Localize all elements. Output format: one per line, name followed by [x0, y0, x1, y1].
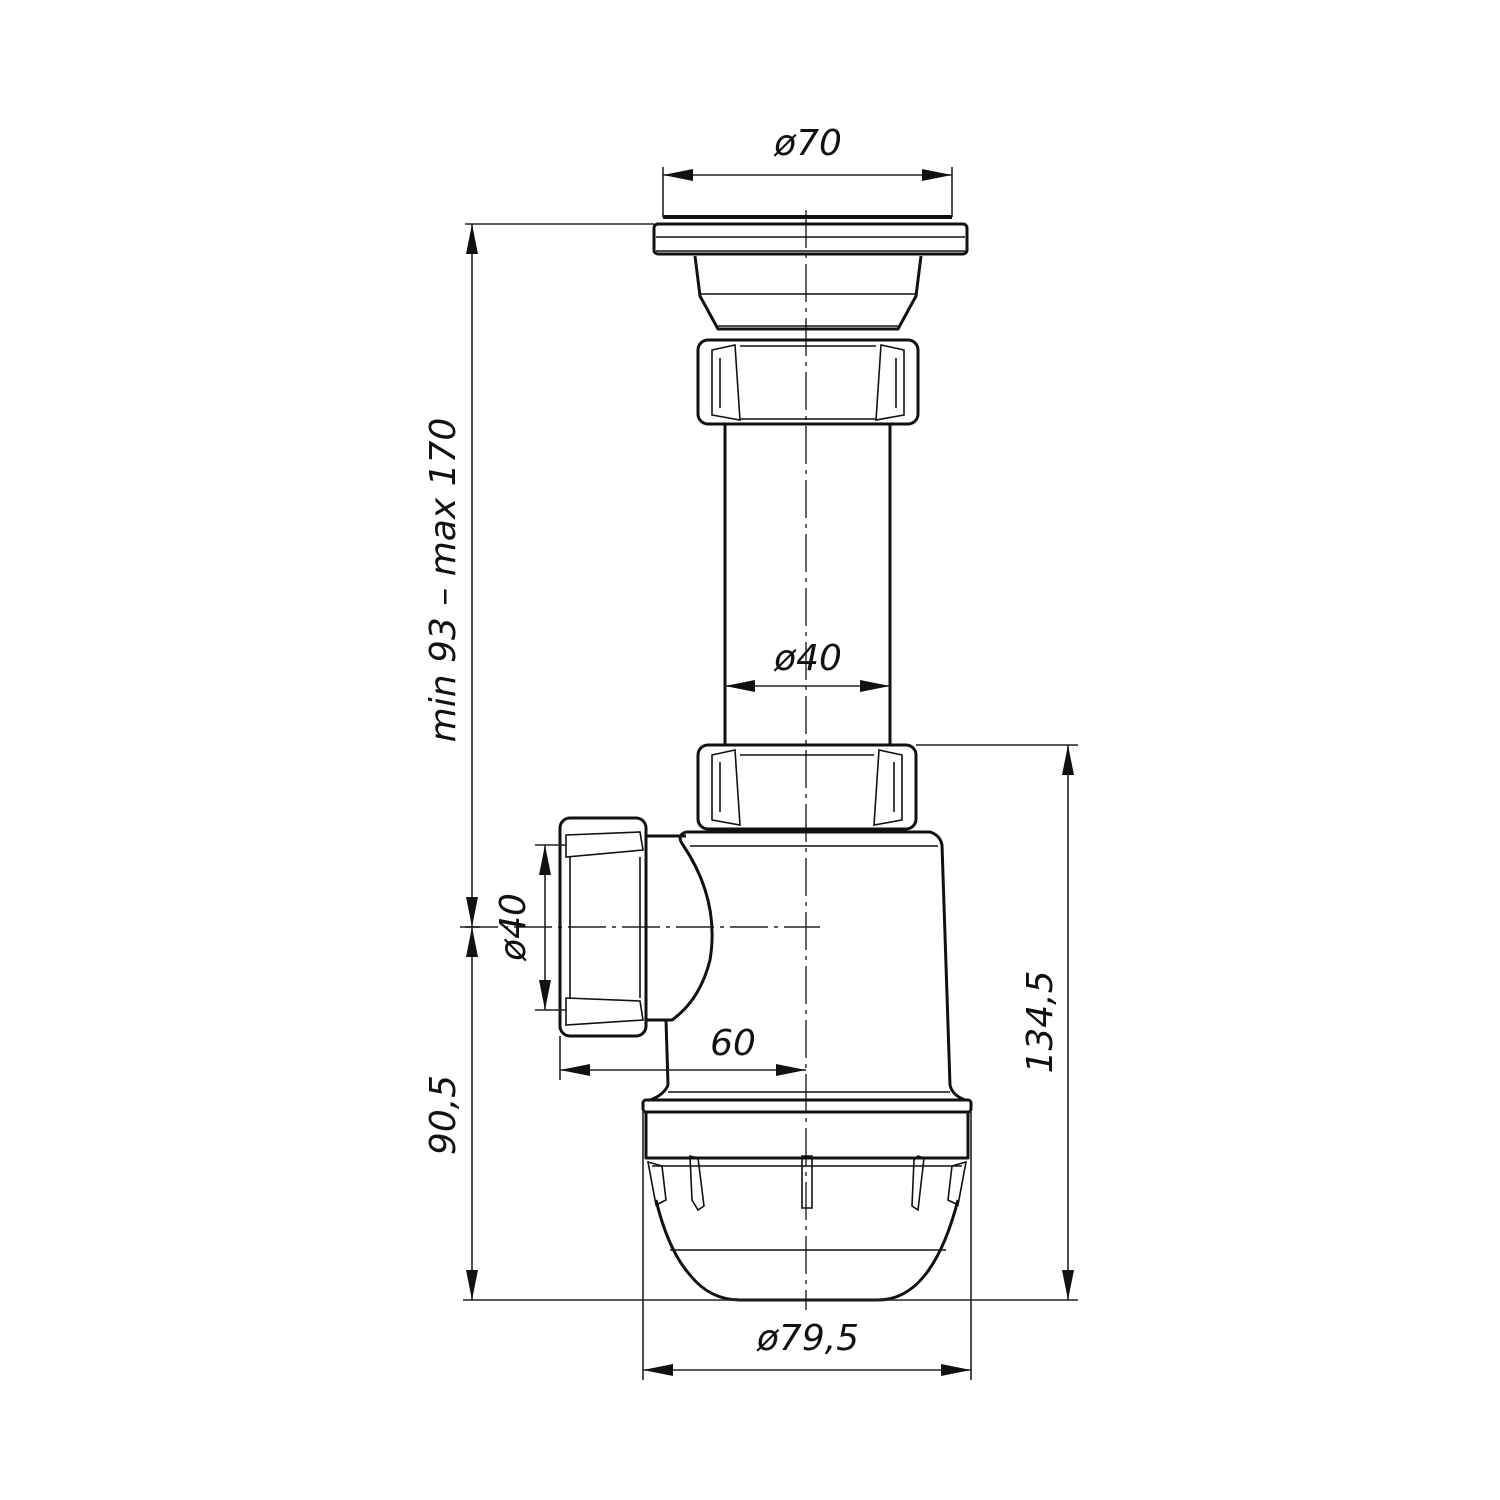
label-outlet-height: 90,5 — [423, 1075, 464, 1155]
label-top-diameter: ø70 — [773, 123, 842, 164]
bottom-cup — [641, 1098, 973, 1302]
rib — [947, 1160, 968, 1207]
dimension-body-height: 134,5 — [916, 744, 1078, 1300]
dimension-bottom-diameter: ø79,5 — [642, 1112, 972, 1380]
vertical-pipe — [723, 424, 892, 745]
top-flange — [652, 215, 969, 331]
label-outlet-offset: 60 — [710, 1023, 756, 1064]
dimension-top-diameter: ø70 — [662, 123, 953, 217]
lower-nut — [696, 743, 918, 831]
trap-body — [649, 830, 966, 1102]
side-outlet-nut — [558, 816, 686, 1038]
label-pipe-diameter: ø40 — [773, 638, 842, 679]
rib — [646, 1160, 667, 1207]
dimension-pipe-diameter: ø40 — [725, 638, 890, 692]
dimension-overall-height: min 93 – max 170 — [423, 223, 654, 1300]
rib — [689, 1154, 705, 1212]
label-body-height: 134,5 — [1020, 970, 1061, 1073]
label-outlet-diameter: ø40 — [493, 893, 534, 962]
label-bottom-diameter: ø79,5 — [756, 1318, 859, 1359]
rib — [911, 1155, 925, 1212]
dimension-outlet-height: 90,5 — [423, 926, 480, 1300]
label-overall-height: min 93 – max 170 — [423, 418, 464, 743]
upper-nut — [696, 338, 920, 426]
rib — [801, 1155, 813, 1209]
dimension-outlet-diameter: ø40 — [493, 844, 566, 1011]
dimension-outlet-offset: 60 — [559, 1023, 806, 1080]
